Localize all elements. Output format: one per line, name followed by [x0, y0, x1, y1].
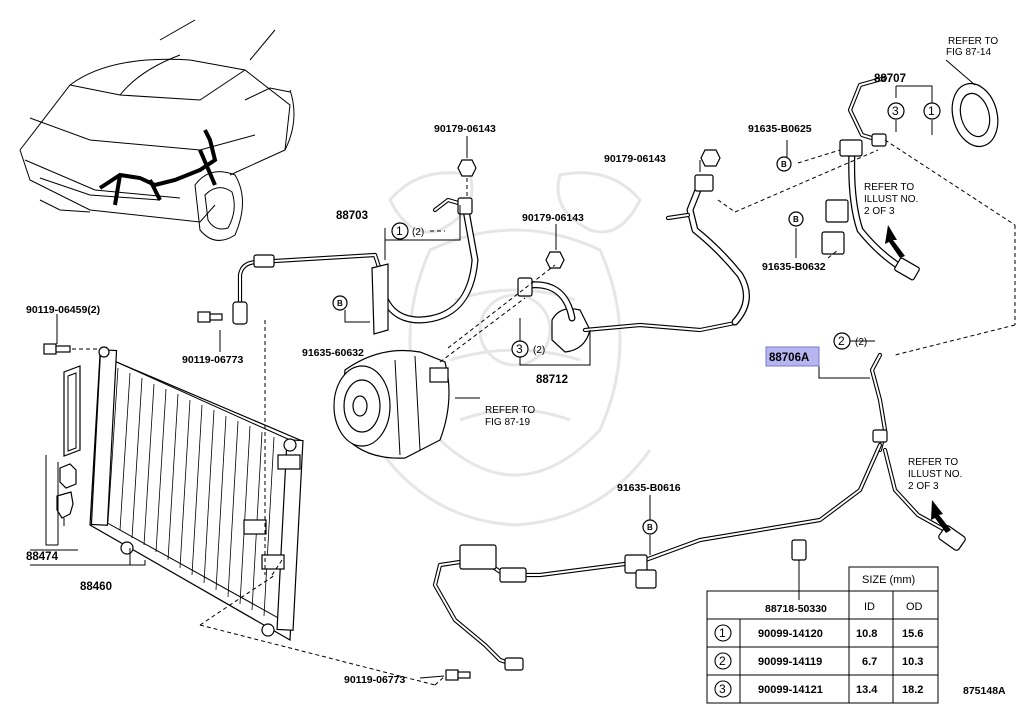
- svg-text:3: 3: [719, 682, 726, 696]
- label-88474: 88474: [26, 551, 59, 563]
- clip-88718-50330: [791, 539, 807, 570]
- condenser-side-seal: [63, 365, 81, 457]
- nut-90179-06143-c: [700, 149, 721, 167]
- pipe-88706A: [869, 352, 888, 453]
- svg-text:6.7: 6.7: [862, 656, 877, 668]
- svg-text:1: 1: [928, 104, 935, 118]
- bolt-90119-06459: [43, 343, 71, 355]
- svg-text:3: 3: [892, 104, 899, 118]
- liquid-pipe-lower: [432, 442, 966, 671]
- cushion-part-88474: [56, 463, 77, 526]
- marker-3-88707: 3: [887, 102, 905, 120]
- refer-fig-87-14-line2: FIG 87-14: [946, 47, 991, 58]
- size-table-title: SIZE (mm): [862, 574, 915, 586]
- marker-b-91635-B0632: B: [788, 211, 804, 227]
- refer-fig-87-14-line1: REFER TO: [948, 36, 998, 47]
- label-88703: 88703: [336, 210, 368, 222]
- refer-illust-lower-line1: REFER TO: [908, 457, 958, 468]
- label-91635-B0632: 91635-B0632: [762, 261, 826, 273]
- refer-illust-upper-line2: ILLUST NO.: [864, 194, 918, 205]
- label-88707: 88707: [874, 73, 906, 85]
- refer-illust-lower-line2: ILLUST NO.: [908, 469, 962, 480]
- suction-hose-88712: [517, 277, 738, 353]
- bolt-90119-06773-upper: [197, 311, 223, 323]
- svg-text:B: B: [793, 215, 799, 224]
- label-90179-06143-c: 90179-06143: [604, 153, 666, 165]
- ac-compressor: [333, 349, 450, 459]
- expansion-valve-seal: [951, 82, 999, 148]
- refer-illust-upper-line1: REFER TO: [864, 182, 914, 193]
- label-88706A[interactable]: 88706A: [769, 352, 809, 364]
- svg-text:1: 1: [719, 626, 726, 640]
- label-88718-50330: 88718-50330: [765, 603, 827, 615]
- size-table: SIZE (mm) ID OD 1 90099-14120 10.8 15.6 …: [706, 566, 939, 704]
- svg-text:2: 2: [719, 654, 726, 668]
- svg-text:90099-14119: 90099-14119: [758, 656, 822, 668]
- svg-text:10.8: 10.8: [856, 628, 877, 640]
- marker-b-91635-60632: B: [332, 295, 348, 311]
- highlight-88706A: [765, 346, 820, 367]
- qty-88706A: (2): [855, 337, 867, 348]
- svg-text:B: B: [337, 299, 343, 308]
- size-table-row: 2 90099-14119 6.7 10.3: [714, 652, 923, 670]
- label-90179-06143-b: 90179-06143: [522, 212, 584, 224]
- marker-1-88707: 1: [923, 102, 941, 120]
- marker-3-88712: 3: [511, 340, 529, 358]
- condenser-assembly: [89, 346, 304, 642]
- marker-1-88703: 1: [391, 222, 409, 240]
- label-91635-60632: 91635-60632: [302, 347, 364, 359]
- refer-illust-lower-line3: 2 OF 3: [908, 481, 939, 492]
- size-table-col-id: ID: [864, 601, 875, 613]
- nut-90179-06143-a: [457, 159, 477, 177]
- svg-text:90099-14121: 90099-14121: [758, 684, 823, 696]
- vehicle-outline-illustration: [19, 19, 295, 241]
- label-90119-06773-lower: 90119-06773: [344, 674, 405, 686]
- refer-illust-upper-line3: 2 OF 3: [864, 206, 895, 217]
- arrow-refer-illust-upper: [885, 225, 905, 258]
- suction-hose-upper: [665, 174, 750, 326]
- label-90119-06773-upper: 90119-06773: [182, 354, 243, 366]
- label-88460: 88460: [80, 581, 112, 593]
- marker-2-88706A: 2: [833, 332, 851, 350]
- vehicle-ac-piping-highlight: [98, 129, 218, 206]
- svg-text:18.2: 18.2: [902, 684, 923, 696]
- svg-text:1: 1: [396, 224, 403, 238]
- svg-text:90099-14120: 90099-14120: [758, 628, 823, 640]
- leader-lines: [30, 59, 976, 679]
- svg-text:2: 2: [838, 334, 845, 348]
- label-91635-B0625: 91635-B0625: [748, 123, 812, 135]
- refer-fig-87-19-line1: REFER TO: [485, 405, 535, 416]
- label-90179-06143-a: 90179-06143: [434, 123, 496, 135]
- marker-b-91635-B0625: B: [776, 156, 792, 172]
- qty-88712: (2): [533, 345, 545, 356]
- pipe-condenser-to-hose: [232, 252, 383, 325]
- arrow-refer-illust-lower: [931, 500, 951, 533]
- size-table-col-od: OD: [906, 601, 923, 613]
- qty-88703: (2): [412, 227, 424, 238]
- label-90119-06459: 90119-06459(2): [26, 304, 100, 316]
- nut-90179-06143-b: [545, 251, 565, 269]
- size-table-row: 3 90099-14121 13.4 18.2: [714, 680, 923, 698]
- marker-b-91635-B0616: B: [642, 519, 658, 535]
- size-table-row: 1 90099-14120 10.8 15.6: [714, 624, 923, 642]
- refer-fig-87-19-line2: FIG 87-19: [485, 417, 530, 428]
- svg-text:15.6: 15.6: [902, 628, 923, 640]
- svg-text:10.3: 10.3: [902, 656, 923, 668]
- svg-text:3: 3: [516, 342, 523, 356]
- installation-guide-lines: [199, 139, 1016, 686]
- hose-88707-assembly: [821, 75, 920, 281]
- label-88712: 88712: [536, 374, 568, 386]
- svg-text:B: B: [781, 160, 787, 169]
- figure-id: 875148A: [963, 685, 1006, 697]
- label-91635-B0616: 91635-B0616: [617, 482, 681, 494]
- svg-text:13.4: 13.4: [856, 684, 878, 696]
- discharge-hose-88703: [371, 197, 479, 335]
- bolt-90119-06773-lower: [445, 669, 471, 681]
- svg-text:B: B: [647, 523, 653, 532]
